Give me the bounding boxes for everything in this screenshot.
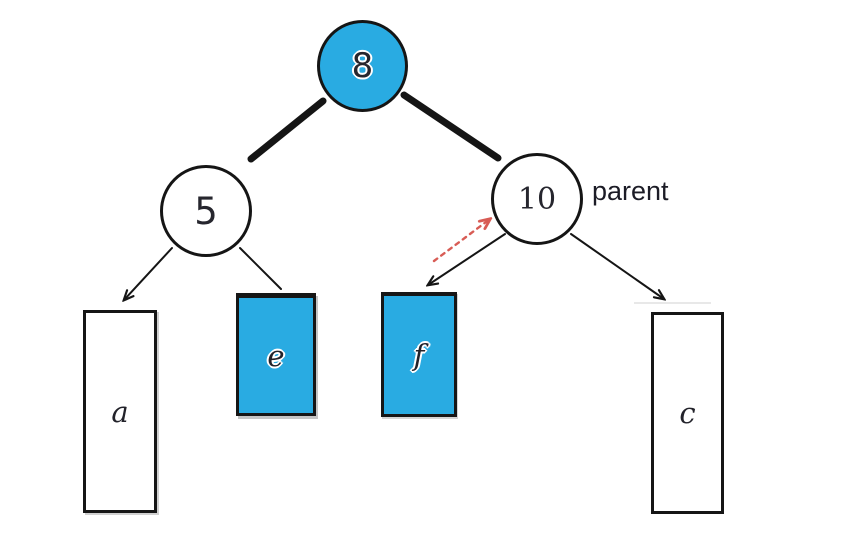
red-parent-pointer-arrow xyxy=(432,219,490,263)
leaf-f: f xyxy=(381,292,457,417)
edge-root-to-left xyxy=(247,97,327,163)
node-5-label: 5 xyxy=(194,189,218,233)
node-8-label: 8 xyxy=(351,46,374,86)
leaf-e-label: e xyxy=(267,338,285,373)
node-10-label: 10 xyxy=(517,181,557,217)
edge-root-to-right xyxy=(400,91,502,162)
edge-right-to-leaf-f xyxy=(428,233,506,285)
node-8: 8 xyxy=(317,20,408,112)
leaf-f-label: f xyxy=(413,338,425,372)
leaf-a: a xyxy=(83,310,157,513)
edge-left-to-leaf-a xyxy=(124,247,173,300)
parent-annotation: parent xyxy=(592,176,669,206)
node-5: 5 xyxy=(160,165,252,257)
leaf-c: c xyxy=(651,312,724,514)
leaf-a-label: a xyxy=(111,394,129,429)
edge-left-to-leaf-e xyxy=(239,247,282,290)
leaf-c-label: c xyxy=(679,396,696,430)
leaf-e: e xyxy=(236,293,316,416)
node-10: 10 xyxy=(491,153,583,245)
edge-right-to-leaf-c xyxy=(570,233,664,299)
